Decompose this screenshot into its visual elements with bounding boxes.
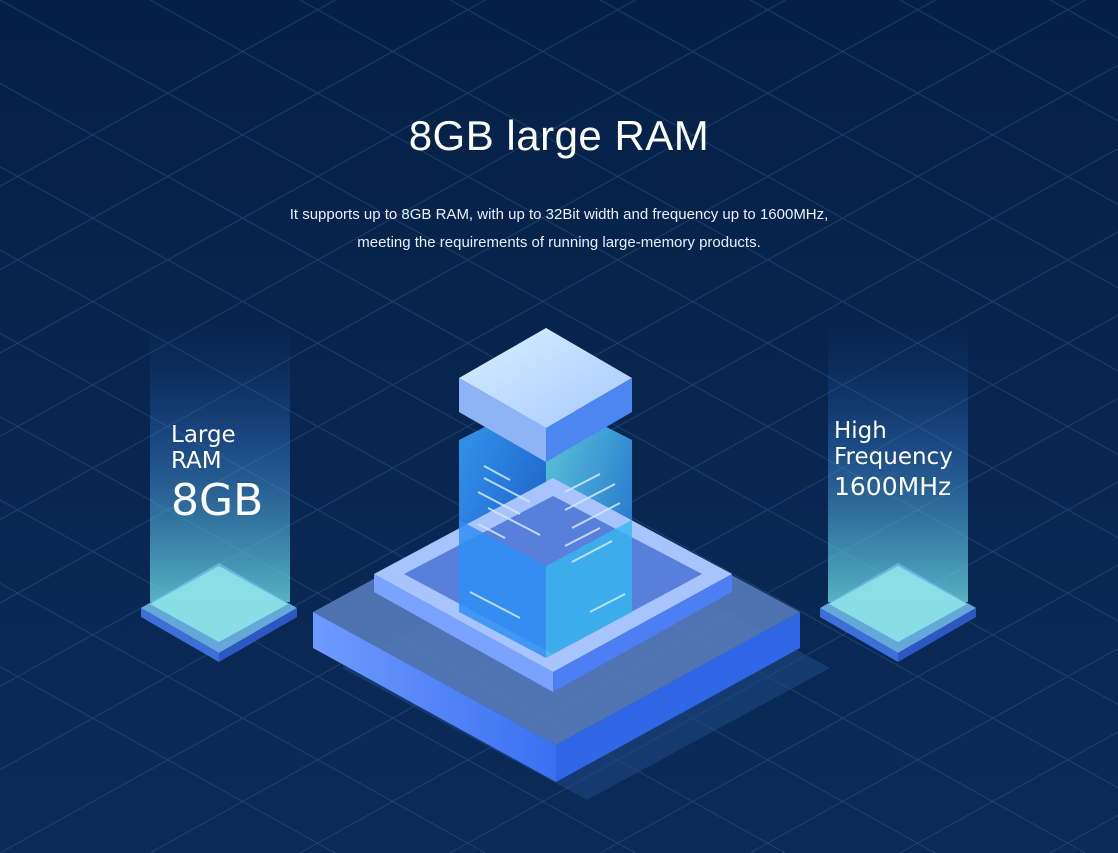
description: It supports up to 8GB RAM, with up to 32… <box>0 201 1118 257</box>
ram-label-line-2: RAM <box>171 448 222 474</box>
right-pedestal <box>820 322 976 662</box>
description-line-1: It supports up to 8GB RAM, with up to 32… <box>289 206 829 223</box>
frequency-label-line-2: Frequency <box>834 444 953 470</box>
frequency-value: 1600MHz <box>834 472 952 501</box>
ram-label-line-1: Large <box>171 422 236 448</box>
ram-capacity-label: Large RAM 8GB <box>171 422 301 528</box>
description-line-2: meeting the requirements of running larg… <box>357 234 761 251</box>
frequency-label: High Frequency 1600MHz <box>834 418 994 504</box>
page-title: 8GB large RAM <box>408 112 710 159</box>
ram-capacity-value: 8GB <box>171 475 264 526</box>
server-tower-icon <box>313 328 830 800</box>
left-pedestal <box>141 322 297 662</box>
frequency-label-line-1: High <box>834 418 887 444</box>
